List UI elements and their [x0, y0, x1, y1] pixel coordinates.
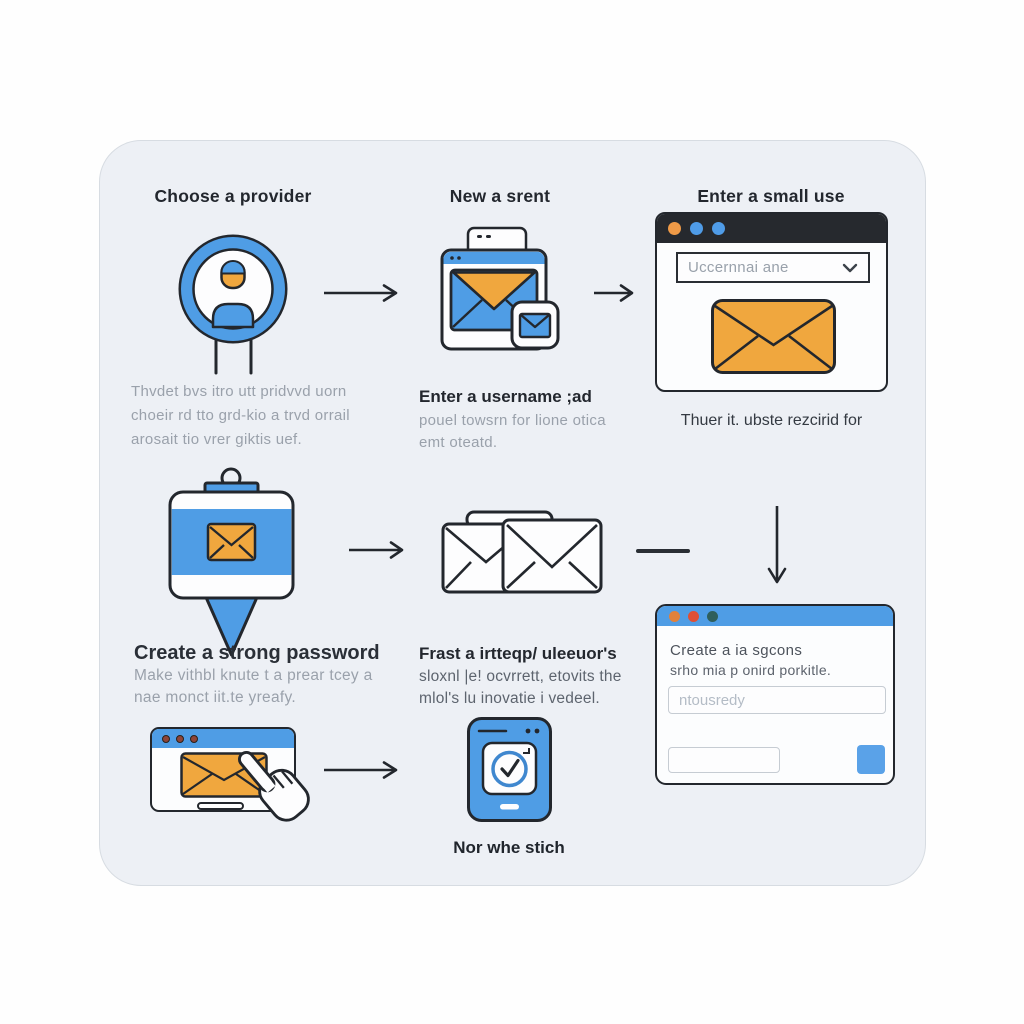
- arrow-right-icon: [324, 284, 398, 302]
- chevron-down-icon: [842, 263, 858, 272]
- arrow-right-icon: [594, 284, 634, 302]
- clipboard-mail-pin-icon: [168, 467, 295, 657]
- step1-body-line: choeir rd tto grd-kio a trvd orrail: [131, 407, 350, 424]
- pointer-hand-icon: [238, 750, 310, 822]
- username-combobox-value: Uccernnai ane: [688, 259, 789, 276]
- confirm-input[interactable]: [668, 747, 780, 773]
- phone-verified-icon: [467, 717, 552, 822]
- signup-window: Uccernnai ane: [655, 212, 888, 392]
- window-titlebar: [657, 606, 893, 626]
- password-window-text-line2: srho mia p onird porkitle.: [670, 662, 832, 678]
- window-dot-blue: [690, 222, 703, 235]
- window-titlebar: [657, 214, 886, 243]
- step4-heading: Create a strong password: [134, 642, 380, 664]
- username-combobox[interactable]: Uccernnai ane: [676, 252, 870, 283]
- arrow-right-icon: [324, 761, 398, 779]
- step3-title: Enter a small use: [697, 186, 845, 206]
- step2-body-line: emt oteatd.: [419, 434, 498, 451]
- step8-caption: Nor whe stich: [453, 838, 565, 857]
- arrow-right-icon: [349, 541, 404, 559]
- step1-body-line: Thvdet bvs itro utt pridvvd uorn: [131, 383, 347, 400]
- window-dot: [176, 734, 184, 743]
- password-window: Create a ia sgcons srho mia p onird pork…: [655, 604, 895, 785]
- step1-title: Choose a provider: [154, 186, 312, 206]
- window-dot: [162, 734, 170, 743]
- password-input[interactable]: [668, 686, 886, 714]
- step3-caption: Thuer it. ubste rezcirid for: [680, 412, 863, 429]
- step5-body-line: mlol's lu inovatie i vedeel.: [419, 690, 600, 707]
- window-dot-blue: [712, 222, 725, 235]
- step1-body-line: arosait tio vrer giktis uef.: [131, 431, 302, 448]
- step2-body-line: pouel towsrn for lione otica: [419, 412, 606, 429]
- window-dot-red: [688, 610, 699, 622]
- window-titlebar: [152, 729, 294, 748]
- step4-body-line: nae monct iit.te yreafy.: [134, 689, 296, 706]
- submit-button[interactable]: [857, 745, 885, 774]
- window-dot-orange: [668, 222, 681, 235]
- window-dot-teal: [707, 610, 718, 622]
- browser-pill: [197, 802, 244, 810]
- password-window-text-line1: Create a ia sgcons: [670, 642, 803, 659]
- provider-search-person-icon: [178, 234, 288, 375]
- window-dot: [190, 734, 198, 743]
- envelope-pair-icon: [441, 510, 603, 594]
- step5-body-line: sloxnl |e! ocvrrett, etovits the: [419, 668, 622, 685]
- mail-window-stack-icon: [440, 226, 560, 351]
- arrow-down-icon: [767, 506, 787, 584]
- step2-heading: Enter a username ;ad: [419, 387, 592, 406]
- orange-envelope-icon: [711, 299, 836, 374]
- step4-body-line: Make vithbl knute t a prear tcey a: [134, 667, 373, 684]
- step2-title: New a srent: [449, 186, 551, 206]
- step5-heading: Frast a irtteqp/ uleeuor's: [419, 644, 617, 663]
- window-dot-orange: [669, 610, 680, 622]
- connector-dash: [636, 549, 690, 553]
